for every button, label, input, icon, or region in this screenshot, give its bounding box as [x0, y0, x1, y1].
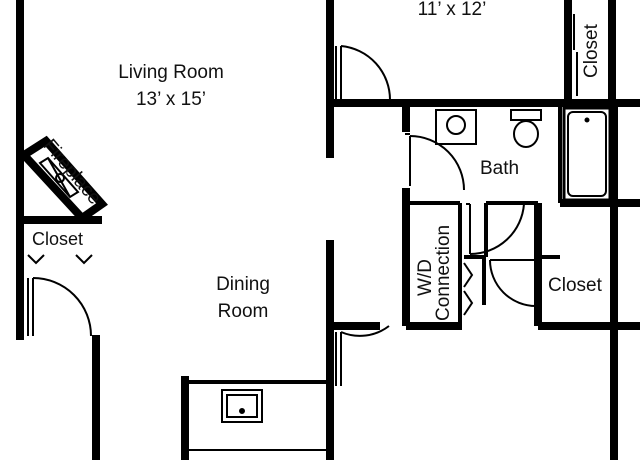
bedroom-closet-label: Closet	[581, 24, 602, 78]
living-room-dimensions: 13’ x 15’	[135, 89, 207, 110]
door-swings	[27, 45, 537, 386]
fireplace-symbol	[17, 135, 108, 224]
bath-label: Bath	[480, 158, 520, 179]
kitchen-sink	[221, 389, 263, 423]
living-room-label: Living Room	[118, 62, 224, 83]
hall-closet-label: Closet	[548, 275, 602, 296]
dining-room-label: Dining	[216, 274, 270, 295]
bifold-doors	[27, 14, 578, 316]
bath-fixtures	[435, 106, 612, 202]
entry-closet-label: Closet	[32, 229, 84, 249]
kitchen-counter	[181, 376, 330, 460]
wd-connection-label: Connection	[433, 224, 454, 321]
toilet-bowl	[513, 120, 539, 148]
thin-walls	[406, 103, 562, 326]
toilet-tank	[510, 109, 542, 121]
dining-room-label-2: Room	[217, 301, 269, 322]
bathtub	[562, 106, 612, 202]
bedroom-dimensions: 11’ x 12’	[417, 0, 487, 20]
bath-sink	[435, 109, 477, 145]
walls	[16, 0, 640, 460]
